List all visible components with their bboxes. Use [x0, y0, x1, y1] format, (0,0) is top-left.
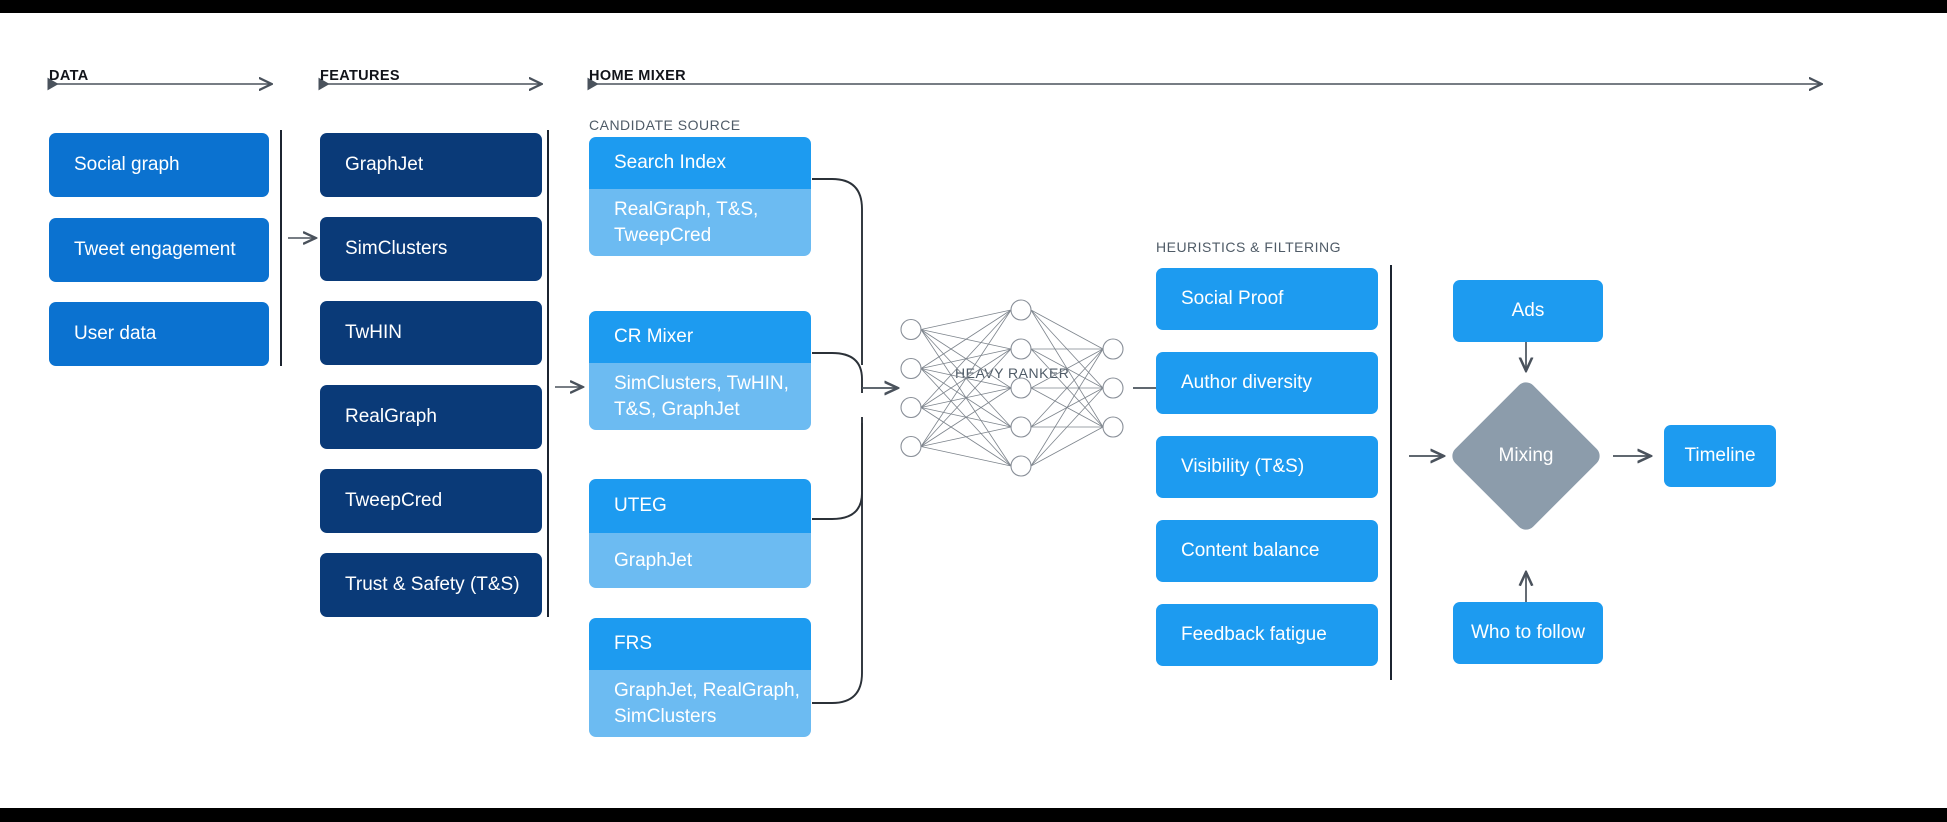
top-letterbox-bar — [0, 0, 1947, 13]
candidate-source-title-cr-mixer: CR Mixer — [589, 311, 811, 363]
candidate-source-features-cr-mixer: SimClusters, TwHIN, T&S, GraphJet — [589, 363, 811, 430]
output-box-ads[interactable]: Ads — [1453, 280, 1603, 342]
network-node-l0-3 — [900, 435, 922, 458]
candidate-source-title-search-index: Search Index — [589, 137, 811, 189]
candidate-source-features-uteg: GraphJet — [589, 533, 811, 588]
heavy-ranker-network — [900, 299, 1124, 477]
heuristic-box-author-diversity[interactable]: Author diversity — [1156, 352, 1378, 414]
section-header-features: FEATURES — [320, 68, 400, 84]
divider-heuristics-output — [1390, 265, 1392, 680]
feature-box-twhin[interactable]: TwHIN — [320, 301, 542, 365]
output-box-timeline[interactable]: Timeline — [1664, 425, 1776, 487]
heuristic-box-visibility[interactable]: Visibility (T&S) — [1156, 436, 1378, 498]
candidate-source-card-uteg[interactable]: UTEG GraphJet — [589, 479, 811, 588]
network-node-l2-1 — [1102, 377, 1124, 399]
data-box-user-data[interactable]: User data — [49, 302, 269, 366]
data-box-social-graph[interactable]: Social graph — [49, 133, 269, 197]
network-node-l1-0 — [1010, 299, 1032, 321]
feature-box-simclusters[interactable]: SimClusters — [320, 217, 542, 281]
network-node-l1-4 — [1010, 455, 1032, 477]
divider-features-homemixer — [547, 130, 549, 617]
candidate-source-card-search-index[interactable]: Search Index RealGraph, T&S, TweepCred — [589, 137, 811, 256]
divider-data-features — [280, 130, 282, 366]
subsection-header-candidate-source: CANDIDATE SOURCE — [589, 117, 741, 133]
diagram-canvas: DATA — [0, 13, 1947, 808]
network-node-l1-1 — [1010, 338, 1032, 360]
axis-arrows-layer — [0, 13, 1947, 704]
output-box-who-to-follow[interactable]: Who to follow — [1453, 602, 1603, 664]
mixing-diamond[interactable] — [1448, 378, 1604, 534]
section-header-data: DATA — [49, 68, 89, 84]
network-node-l1-2 — [1010, 377, 1032, 399]
candidate-source-features-frs: GraphJet, RealGraph, SimClusters — [589, 670, 811, 737]
heuristic-box-feedback-fatigue[interactable]: Feedback fatigue — [1156, 604, 1378, 666]
network-node-l0-1 — [900, 357, 922, 380]
network-node-l1-3 — [1010, 416, 1032, 438]
candidate-source-card-frs[interactable]: FRS GraphJet, RealGraph, SimClusters — [589, 618, 811, 737]
feature-box-graphjet[interactable]: GraphJet — [320, 133, 542, 197]
candidate-source-card-cr-mixer[interactable]: CR Mixer SimClusters, TwHIN, T&S, GraphJ… — [589, 311, 811, 430]
feature-box-trust-safety[interactable]: Trust & Safety (T&S) — [320, 553, 542, 617]
network-node-l2-0 — [1102, 338, 1124, 360]
network-node-l2-2 — [1102, 416, 1124, 438]
section-header-home-mixer: HOME MIXER — [589, 68, 686, 84]
bottom-letterbox-bar — [0, 808, 1947, 822]
candidate-source-features-search-index: RealGraph, T&S, TweepCred — [589, 189, 811, 256]
feature-box-tweepcred[interactable]: TweepCred — [320, 469, 542, 533]
subsection-header-heuristics: HEURISTICS & FILTERING — [1156, 239, 1341, 255]
feature-box-realgraph[interactable]: RealGraph — [320, 385, 542, 449]
network-node-l0-0 — [900, 318, 922, 341]
heuristic-box-social-proof[interactable]: Social Proof — [1156, 268, 1378, 330]
data-box-tweet-engagement[interactable]: Tweet engagement — [49, 218, 269, 282]
candidate-source-title-uteg: UTEG — [589, 479, 811, 533]
subsection-header-heavy-ranker: HEAVY RANKER — [955, 365, 1070, 381]
candidate-source-title-frs: FRS — [589, 618, 811, 670]
network-node-l0-2 — [900, 396, 922, 419]
heuristic-box-content-balance[interactable]: Content balance — [1156, 520, 1378, 582]
